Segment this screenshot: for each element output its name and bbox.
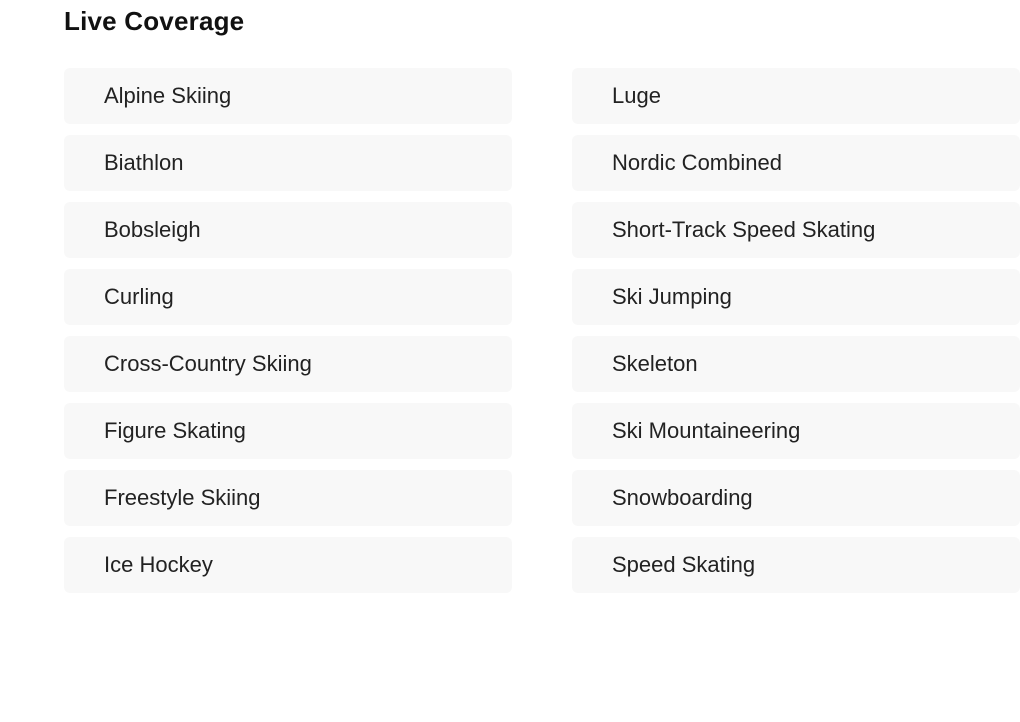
sport-link[interactable]: Freestyle Skiing bbox=[64, 470, 512, 526]
sport-link[interactable]: Ice Hockey bbox=[64, 537, 512, 593]
sport-link[interactable]: Curling bbox=[64, 269, 512, 325]
sport-link[interactable]: Alpine Skiing bbox=[64, 68, 512, 124]
sport-link[interactable]: Bobsleigh bbox=[64, 202, 512, 258]
sport-link[interactable]: Figure Skating bbox=[64, 403, 512, 459]
sport-link[interactable]: Cross-Country Skiing bbox=[64, 336, 512, 392]
sport-link[interactable]: Luge bbox=[572, 68, 1020, 124]
sport-link[interactable]: Short-Track Speed Skating bbox=[572, 202, 1020, 258]
sport-link[interactable]: Ski Mountaineering bbox=[572, 403, 1020, 459]
sport-link[interactable]: Ski Jumping bbox=[572, 269, 1020, 325]
sport-link[interactable]: Skeleton bbox=[572, 336, 1020, 392]
sport-link[interactable]: Nordic Combined bbox=[572, 135, 1020, 191]
sport-link[interactable]: Snowboarding bbox=[572, 470, 1020, 526]
sport-link[interactable]: Biathlon bbox=[64, 135, 512, 191]
sport-link[interactable]: Speed Skating bbox=[572, 537, 1020, 593]
page-title: Live Coverage bbox=[64, 6, 245, 36]
